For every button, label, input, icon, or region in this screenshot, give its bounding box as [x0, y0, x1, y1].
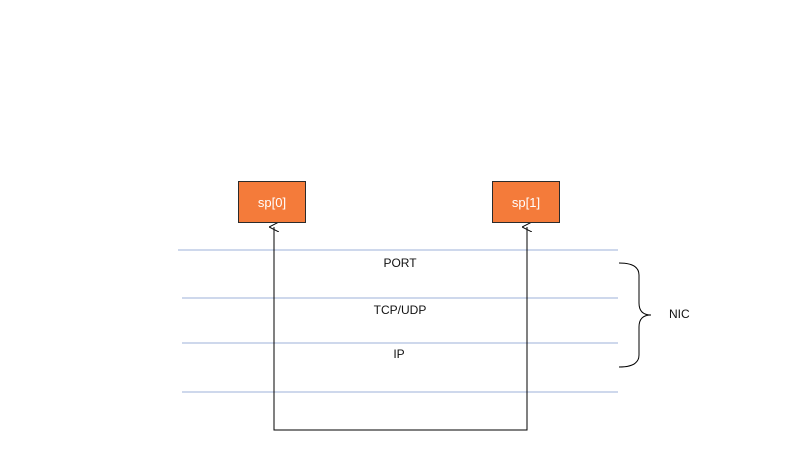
- node-sp0-label: sp[0]: [257, 194, 287, 210]
- node-sp1-label: sp[1]: [511, 194, 541, 210]
- layer-label-port: PORT: [383, 256, 417, 270]
- nic-label: NIC: [669, 307, 690, 321]
- node-sp1: sp[1]: [492, 181, 560, 223]
- connector-path: [274, 227, 527, 431]
- node-sp0: sp[0]: [238, 181, 306, 223]
- layer-label-tcp-udp: TCP/UDP: [373, 303, 427, 317]
- layer-label-ip: IP: [393, 347, 405, 361]
- nic-brace: [618, 262, 652, 368]
